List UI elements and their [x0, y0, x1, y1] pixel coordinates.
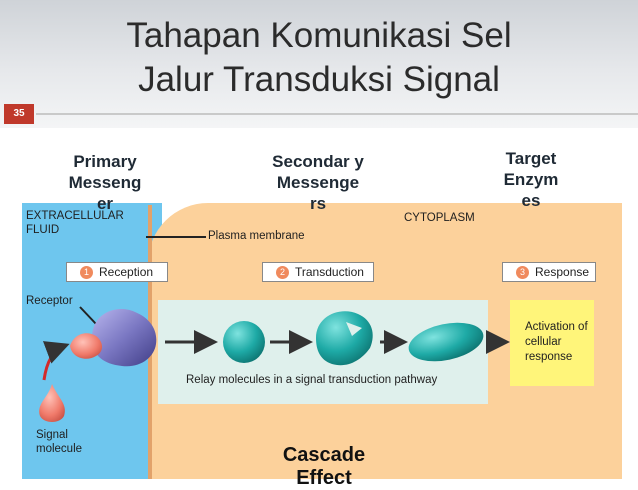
step-label: Reception — [99, 265, 154, 279]
slide-number-badge: 35 — [4, 104, 34, 124]
slide-title-line-2: Jalur Transduksi Signal — [138, 60, 500, 99]
plasma-membrane-callout-line — [146, 236, 206, 238]
pathway-graphics — [39, 306, 510, 422]
slide-title-line-1: Tahapan Komunikasi Sel — [126, 16, 512, 55]
relay-molecules-label: Relay molecules in a signal transduction… — [186, 374, 438, 386]
step-label: Response — [535, 265, 590, 279]
relay-molecule-1 — [223, 321, 265, 363]
receptor-shape — [92, 309, 157, 367]
step-response: 3 Response — [502, 262, 596, 282]
cytoplasm-label: CYTOPLASM — [404, 212, 475, 224]
bound-signal-molecule — [70, 333, 102, 359]
step-number: 1 — [80, 265, 93, 279]
step-number: 2 — [276, 265, 289, 279]
receptor-callout-line — [79, 306, 98, 326]
secondary-messengers-heading: Secondar y Messenge rs — [272, 152, 364, 213]
cellular-response-panel — [510, 300, 594, 386]
relay-molecule-3 — [408, 322, 484, 362]
plasma-membrane-label: Plasma membrane — [208, 230, 305, 242]
relay-molecule-2 — [316, 311, 373, 366]
cellular-response-text: Activation of cellular response — [525, 321, 588, 363]
step-transduction: 2 Transduction — [262, 262, 374, 282]
primary-messenger-heading: Primary Messeng er — [68, 152, 142, 213]
extracellular-fluid-label: EXTRACELLULAR FLUID — [26, 210, 124, 236]
step-number: 3 — [516, 265, 529, 279]
binding-arrow — [42, 341, 70, 381]
target-enzymes-heading: Target Enzym es — [503, 149, 559, 210]
step-reception: 1 Reception — [66, 262, 168, 282]
header-divider — [36, 113, 638, 115]
receptor-label: Receptor — [26, 295, 73, 307]
step-label: Transduction — [295, 265, 364, 279]
header-background — [0, 0, 638, 128]
signal-molecule-label: Signal molecule — [36, 429, 83, 455]
cascade-effect-label: Cascade Effect — [282, 444, 366, 489]
signal-molecule-shape — [39, 384, 65, 422]
